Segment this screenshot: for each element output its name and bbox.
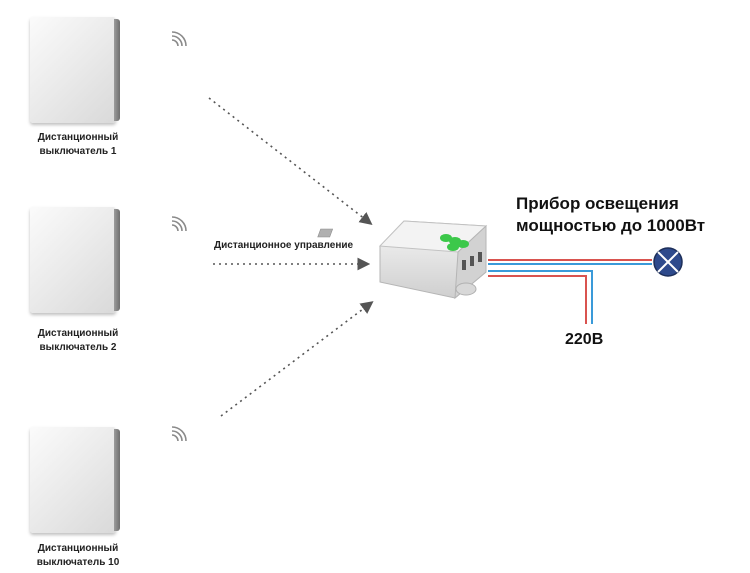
wireless-switch-10 [26, 427, 122, 533]
lamp-label: Прибор освещения мощностью до 1000Вт [516, 194, 706, 235]
wireless-signal-icon [171, 216, 187, 232]
switch-10-label: Дистанционный выключатель 10 [36, 543, 120, 568]
remote-control-label: Дистанционное управление [214, 240, 354, 251]
switch-2-label: Дистанционный выключатель 2 [37, 328, 119, 353]
wireless-signal-icon [171, 31, 187, 47]
signal-arrow-10 [220, 301, 374, 417]
signal-arrow-1 [208, 97, 373, 225]
wire-blue-to-mains [488, 270, 593, 324]
wireless-switch-1 [26, 17, 122, 123]
wire-red-to-mains [488, 275, 587, 324]
voltage-label: 220В [565, 331, 604, 348]
switch-1-label: Дистанционный выключатель 1 [37, 132, 119, 157]
wireless-switch-2 [26, 207, 122, 313]
light-bulb-icon [653, 247, 683, 277]
wireless-signal-icon [171, 426, 187, 442]
relay-module-icon [317, 220, 488, 300]
